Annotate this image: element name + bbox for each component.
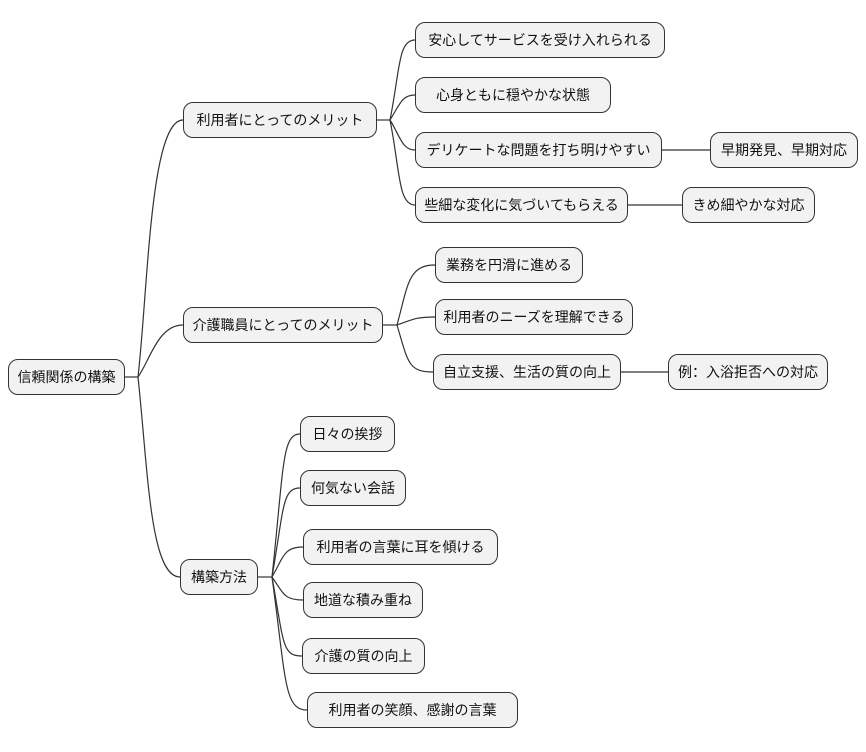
node-independence-support: 自立支援、生活の質の向上 — [433, 354, 621, 390]
node-branch-user-merits: 利用者にとってのメリット — [183, 102, 377, 138]
node-root: 信頼関係の構築 — [8, 359, 125, 395]
node-care-quality-improvement: 介護の質の向上 — [302, 638, 425, 674]
node-steady-accumulation: 地道な積み重ね — [303, 582, 423, 618]
edge-b2-c2 — [396, 316, 436, 326]
node-listen-to-users: 利用者の言葉に耳を傾ける — [303, 529, 498, 565]
node-calm-state: 心身ともに穏やかな状態 — [415, 77, 611, 113]
edge-b1-c2 — [389, 94, 416, 121]
edge-b3-c3 — [271, 546, 304, 578]
edge-root-branch1 — [137, 119, 184, 378]
node-accept-service: 安心してサービスを受け入れられる — [415, 22, 665, 58]
edge-b1-c1 — [389, 39, 416, 121]
edge-b3-c1 — [271, 433, 301, 578]
edge-b1-c3 — [389, 119, 416, 151]
node-branch-staff-merits: 介護職員にとってのメリット — [183, 307, 383, 343]
node-smiles-and-gratitude: 利用者の笑顔、感謝の言葉 — [307, 692, 518, 728]
node-casual-conversation: 何気ない会話 — [300, 470, 406, 506]
node-smooth-work: 業務を円滑に進める — [435, 247, 583, 283]
node-bath-refusal-example: 例：入浴拒否への対応 — [668, 354, 828, 390]
node-attentive-care: きめ細やかな対応 — [682, 187, 815, 223]
node-branch-building-methods: 構築方法 — [180, 559, 258, 595]
edge-root-branch2 — [137, 324, 184, 378]
edge-b3-c2 — [271, 487, 301, 578]
edge-b1-c4 — [389, 119, 416, 206]
node-understand-needs: 利用者のニーズを理解できる — [435, 299, 633, 335]
node-delicate-problems: デリケートな問題を打ち明けやすい — [415, 132, 662, 168]
edge-b2-c1 — [396, 264, 436, 326]
node-notice-small-changes: 些細な変化に気づいてもらえる — [415, 187, 628, 223]
edge-b3-c6 — [271, 576, 308, 711]
node-daily-greetings: 日々の挨拶 — [300, 416, 395, 452]
edge-root-branch3 — [137, 376, 181, 578]
node-early-detection: 早期発見、早期対応 — [710, 132, 858, 168]
edge-b3-c5 — [271, 576, 303, 657]
edge-b2-c3 — [396, 324, 434, 373]
edge-b3-c4 — [271, 576, 304, 601]
